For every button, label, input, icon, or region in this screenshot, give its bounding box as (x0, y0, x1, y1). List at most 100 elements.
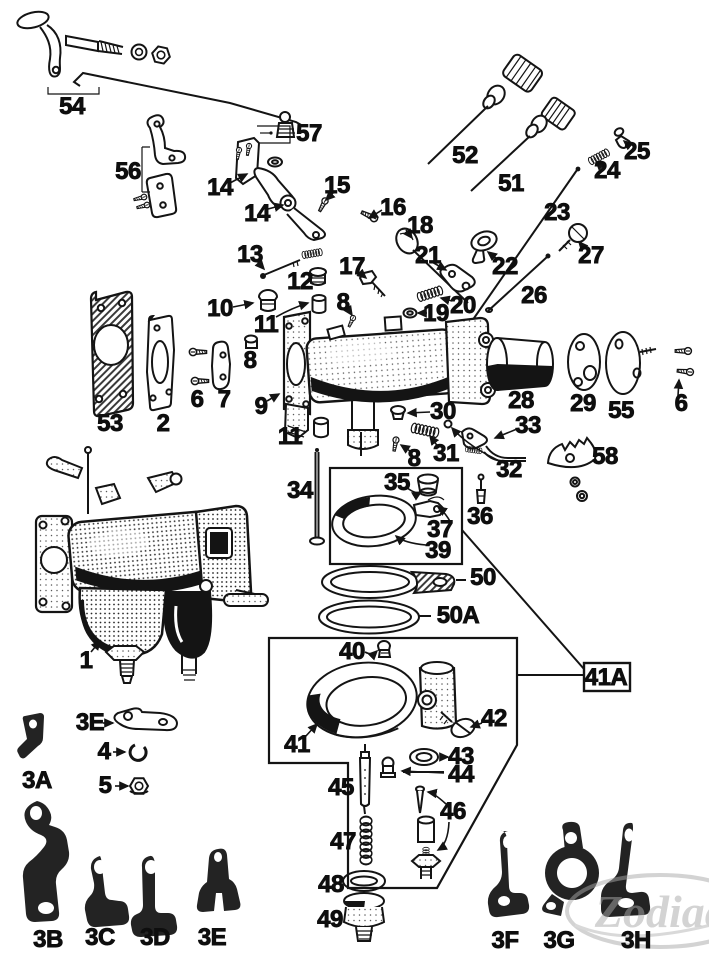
part-label-17: 17 (339, 253, 366, 280)
screw-42 (439, 711, 476, 739)
part-label-6: 6 (674, 390, 688, 417)
part-label-52: 52 (452, 142, 479, 169)
bracket-54 (47, 87, 100, 95)
part-label-3h: 3H (621, 927, 652, 954)
bracket-3f (487, 830, 530, 918)
throttle-body-box (267, 636, 519, 890)
part-label-49: 49 (317, 906, 344, 933)
part-label-5: 5 (98, 772, 112, 799)
bracket-3e-lower (196, 848, 241, 912)
part-label-48: 48 (318, 871, 345, 898)
bracket-56 (132, 114, 187, 219)
part-label-54: 54 (59, 93, 86, 120)
carburetor-assembly-1 (34, 446, 269, 684)
callout-line-a (461, 529, 585, 670)
screw-16 (359, 208, 380, 224)
oring-48 (342, 870, 386, 892)
metering-pin-45 (358, 744, 372, 815)
lever-21 (439, 263, 476, 293)
part-label-4: 4 (97, 738, 111, 765)
screw-6-left-b (190, 376, 210, 386)
rod-23 (455, 169, 578, 345)
manifold-clamp-41 (306, 661, 458, 739)
bracket-3d (130, 855, 178, 937)
part-label-53: 53 (97, 410, 124, 437)
part-label-28: 28 (508, 387, 535, 414)
throttle-lever-54 (16, 10, 304, 127)
part-label-50: 50 (470, 564, 497, 591)
part-label-8: 8 (243, 347, 257, 374)
part-label-11: 11 (277, 423, 303, 450)
disc-55 (605, 331, 657, 395)
leader-lines (90, 139, 684, 851)
part-label-58: 58 (592, 443, 619, 470)
spring-47 (359, 815, 373, 866)
part-label-3b: 3B (33, 926, 64, 953)
screw-8-top (346, 314, 357, 329)
zodiac-watermark-logo: Zodiac (565, 873, 709, 949)
part-label-12: 12 (287, 268, 314, 295)
screw-6-right-b (676, 366, 695, 377)
part-label-13: 13 (237, 241, 264, 268)
part-label-32: 32 (496, 456, 523, 483)
plug-12 (309, 267, 327, 286)
part-label-29: 29 (570, 390, 597, 417)
plug-8-mid (244, 334, 258, 349)
part-label-3d: 3D (140, 924, 171, 951)
part-label-57: 57 (296, 120, 323, 147)
part-label-21: 21 (415, 242, 442, 269)
throttle-stop-22 (470, 230, 498, 265)
part-label-1: 1 (79, 647, 93, 674)
part-label-2: 2 (156, 410, 170, 437)
circlip-4 (128, 743, 148, 762)
washer-43 (409, 748, 439, 766)
part-label-37: 37 (427, 516, 454, 543)
watermark-text: Zodiac (594, 886, 709, 937)
throttle-rod (72, 71, 304, 127)
rod-26 (485, 253, 551, 313)
float-39 (331, 494, 446, 548)
part-label-14: 14 (244, 200, 271, 227)
carburetor-body (282, 310, 496, 456)
venturi-28 (486, 337, 554, 391)
part-label-36: 36 (467, 503, 494, 530)
valve-57 (257, 111, 296, 144)
part-label-8: 8 (407, 445, 421, 472)
part-label-44: 44 (448, 761, 475, 788)
part-label-23: 23 (544, 199, 571, 226)
part-label-22: 22 (492, 253, 519, 280)
part-label-6: 6 (190, 386, 204, 413)
cam-58 (546, 436, 597, 502)
part-label-15: 15 (324, 172, 351, 199)
bracket-3b (22, 801, 70, 922)
plug-30 (390, 405, 406, 420)
washer-19 (402, 307, 418, 319)
part-label-3a: 3A (22, 767, 53, 794)
part-label-56: 56 (115, 158, 142, 185)
part-label-7: 7 (217, 386, 231, 413)
jet-49 (342, 892, 386, 942)
throttle-disc-29 (567, 333, 601, 391)
part-label-8: 8 (336, 289, 350, 316)
part-label-19: 19 (423, 300, 450, 327)
part-label-9: 9 (254, 393, 268, 420)
needle-51 (470, 96, 576, 192)
part-label-33: 33 (515, 412, 542, 439)
bracket-3h (601, 822, 651, 917)
ball-32 (443, 419, 453, 429)
plate-7 (210, 340, 232, 391)
bolt-40 (376, 640, 392, 658)
part-label-3e: 3E (75, 709, 105, 736)
screw-6-left-a (188, 347, 208, 357)
part-label-51: 51 (498, 170, 525, 197)
gasket-53 (89, 290, 135, 418)
part-label-50a: 50A (436, 602, 480, 629)
bracket-3a (17, 713, 44, 759)
float-assembly-box (328, 466, 464, 566)
part-label-11: 11 (253, 311, 279, 338)
part-label-34: 34 (287, 477, 314, 504)
part-label-14: 14 (207, 174, 234, 201)
part-label-3e: 3E (197, 924, 227, 951)
needle-seat-46 (410, 785, 442, 879)
